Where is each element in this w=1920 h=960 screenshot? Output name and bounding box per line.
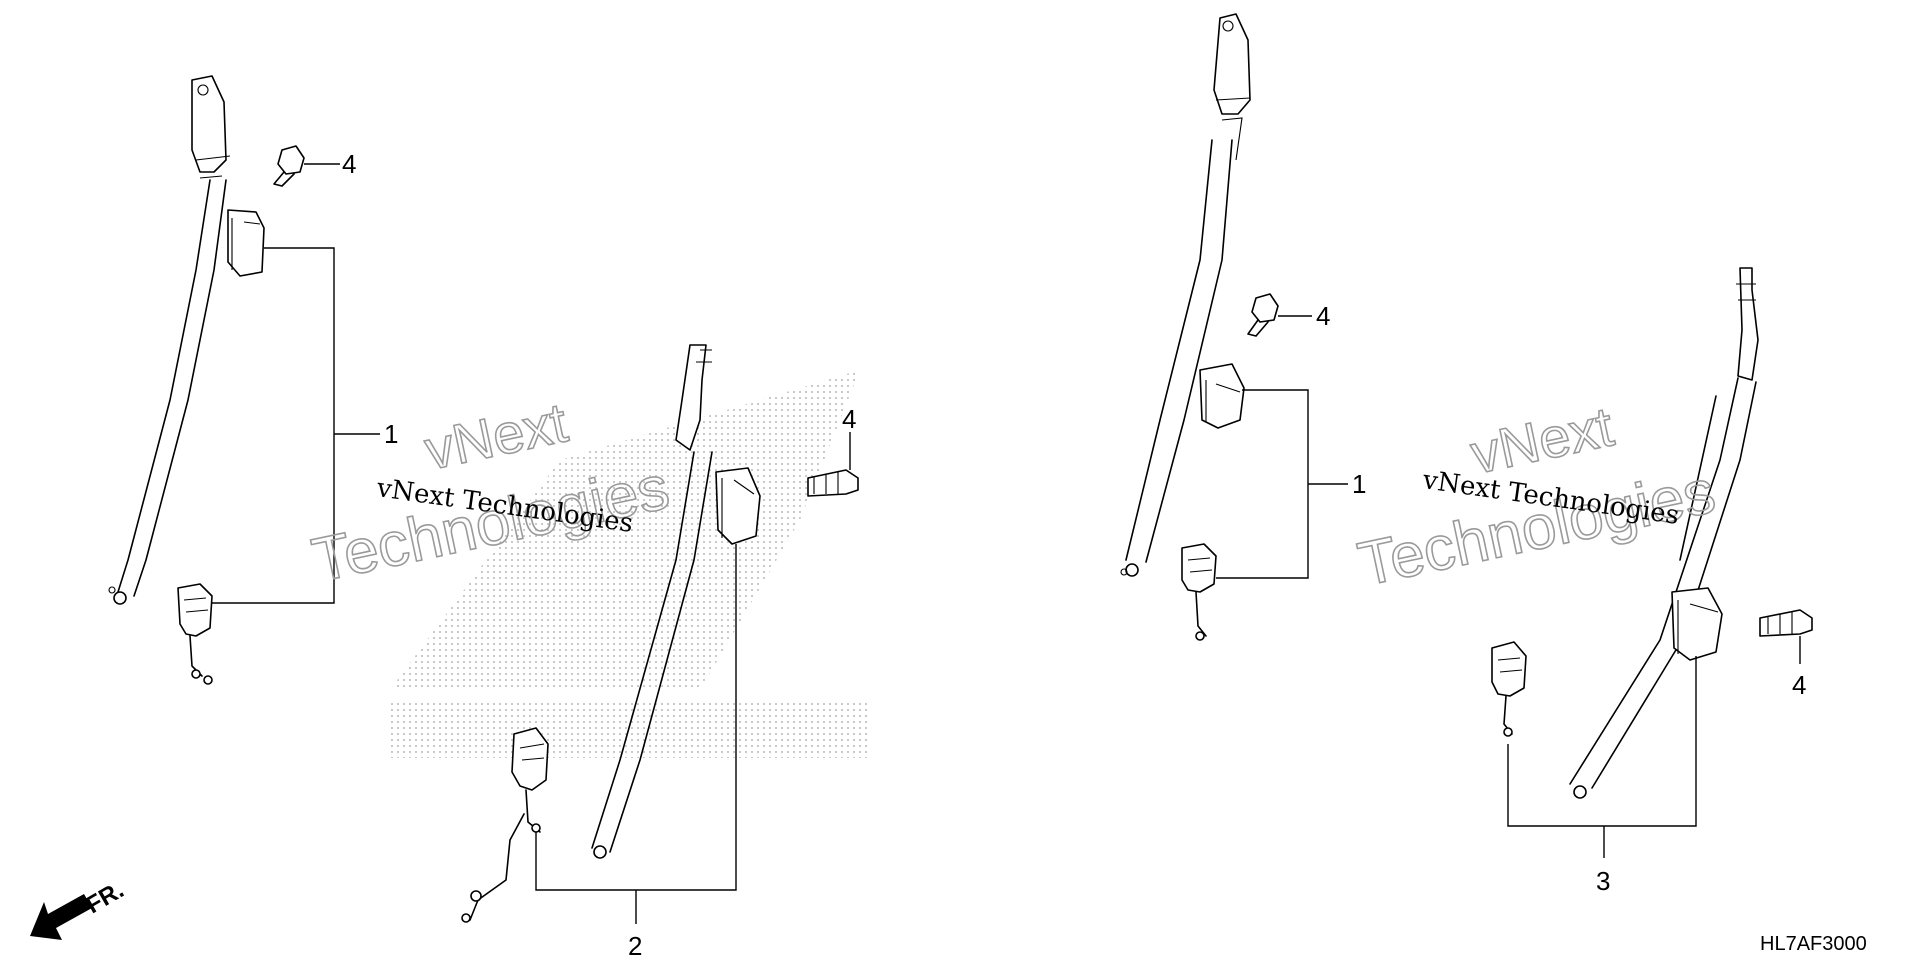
svg-text:vNext: vNext — [1465, 394, 1619, 485]
bolt-right-lower — [1759, 609, 1813, 637]
seat-belt-assembly-center — [461, 344, 761, 923]
front-direction-arrow: FR. — [30, 876, 128, 940]
callout-3: 3 — [1596, 866, 1610, 896]
svg-text:vNext: vNext — [419, 390, 573, 481]
callout-1-right: 1 — [1352, 469, 1366, 499]
front-direction-label: FR. — [82, 876, 129, 919]
callout-2: 2 — [628, 931, 642, 960]
bolt-right-top — [1247, 293, 1279, 337]
diagram-code: HL7AF3000 — [1760, 933, 1867, 955]
callout-4-center: 4 — [842, 404, 856, 434]
seat-belt-assembly-rear-right — [1491, 267, 1759, 799]
callout-1-left: 1 — [384, 419, 398, 449]
callout-4-right-lower: 4 — [1792, 670, 1806, 700]
callout-4-right-top: 4 — [1316, 301, 1330, 331]
bolt-center — [807, 469, 859, 497]
seat-belt-assembly-left — [108, 75, 265, 685]
watermark-right: vNext Technologies vNext Technologies — [1352, 393, 1722, 600]
callout-4-left-top: 4 — [342, 149, 356, 179]
seat-belt-assembly-right — [1120, 13, 1251, 641]
background-logo-dots — [390, 370, 870, 758]
bolt-left-top — [273, 145, 305, 187]
